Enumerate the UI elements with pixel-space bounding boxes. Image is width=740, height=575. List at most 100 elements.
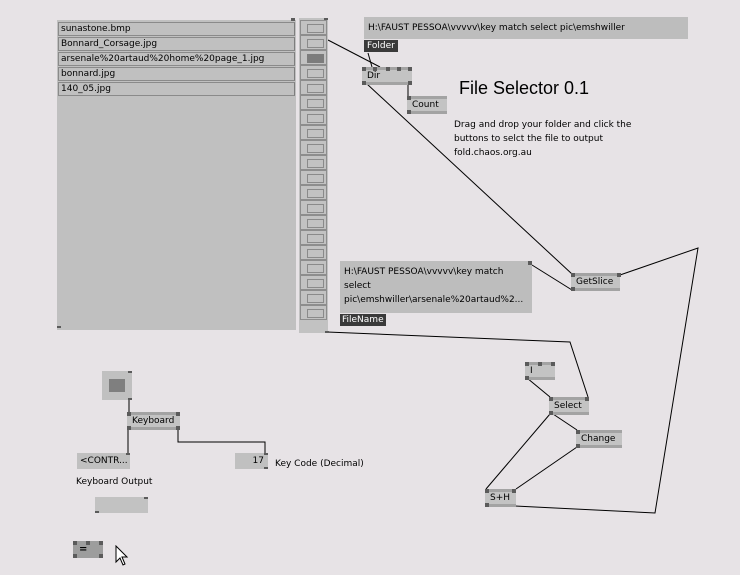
port[interactable] [528,261,532,265]
port[interactable] [176,426,180,430]
filename-display: H:\FAUST PESSOA\vvvvv\key match select p… [340,261,532,313]
keyboard-module[interactable]: Keyboard [127,412,180,430]
file-list-item[interactable]: 140_05.jpg [58,82,295,96]
port[interactable] [512,489,516,493]
file-list-input-port[interactable] [291,18,295,21]
port[interactable] [549,397,553,401]
button-indicator [307,264,324,273]
file-select-button[interactable] [300,65,327,80]
file-select-button[interactable] [300,215,327,230]
file-select-button[interactable] [300,35,327,50]
buttons-output-port[interactable] [324,18,328,20]
file-select-button[interactable] [300,230,327,245]
file-select-button[interactable] [300,140,327,155]
port[interactable] [407,96,411,100]
port[interactable] [485,489,489,493]
select-module[interactable]: Select [549,397,589,415]
file-select-button[interactable] [300,20,327,35]
description-line: fold.chaos.org.au [454,148,532,158]
port[interactable] [144,497,148,499]
port[interactable] [95,511,99,513]
port[interactable] [73,541,77,545]
port[interactable] [386,67,390,71]
button-indicator [307,159,324,168]
file-select-button[interactable] [300,110,327,125]
port[interactable] [408,81,412,85]
file-select-button[interactable] [300,275,327,290]
button-indicator [307,174,324,183]
button-indicator [307,114,324,123]
port[interactable] [128,371,132,373]
file-select-button[interactable] [300,50,327,65]
port[interactable] [362,67,366,71]
port[interactable] [571,287,575,291]
file-list-port[interactable] [57,326,61,328]
file-list-item[interactable]: arsenale%20artaud%20home%20page_1.jpg [58,52,295,66]
keycode-value: 17 [235,453,268,469]
port[interactable] [128,398,132,400]
change-module[interactable]: Change [576,430,622,448]
port[interactable] [264,467,268,469]
button-indicator [307,204,324,213]
port[interactable] [176,412,180,416]
port[interactable] [127,426,131,430]
folder-path-field[interactable]: H:\FAUST PESSOA\vvvvv\key match select p… [364,17,688,39]
button-indicator [307,99,324,108]
i-module-label: I [530,366,533,376]
port[interactable] [549,411,553,415]
getslice-module[interactable]: GetSlice [571,273,620,291]
port[interactable] [576,430,580,434]
port[interactable] [485,503,489,507]
buttons-bottom-port[interactable] [325,331,329,333]
port[interactable] [407,110,411,114]
equals-module[interactable]: = [73,541,103,558]
port[interactable] [576,444,580,448]
port[interactable] [86,541,90,545]
port[interactable] [617,273,621,277]
port[interactable] [127,412,131,416]
port[interactable] [73,554,77,558]
keyboard-output-label: Keyboard Output [76,477,153,487]
port[interactable] [538,362,542,366]
file-select-button[interactable] [300,290,327,305]
port[interactable] [126,453,130,455]
port[interactable] [99,554,103,558]
file-select-button[interactable] [300,185,327,200]
file-list[interactable]: sunastone.bmp Bonnard_Corsage.jpg arsena… [57,20,296,330]
port[interactable] [362,81,366,85]
description-line: Drag and drop your folder and click the [454,120,632,130]
button-indicator [307,309,324,318]
cord-change-to-sh [515,446,578,490]
port[interactable] [99,541,103,545]
empty-value-field[interactable] [95,497,148,513]
port[interactable] [397,67,401,71]
button-indicator [307,54,324,63]
port[interactable] [551,362,555,366]
file-select-button[interactable] [300,305,327,320]
file-list-item[interactable]: Bonnard_Corsage.jpg [58,37,295,51]
file-select-button[interactable] [300,200,327,215]
file-select-button[interactable] [300,155,327,170]
toggle-button[interactable] [102,371,132,400]
port[interactable] [373,67,377,71]
file-select-button[interactable] [300,125,327,140]
port[interactable] [525,376,529,380]
port[interactable] [525,362,529,366]
select-module-label: Select [554,401,582,411]
folder-label: Folder [364,40,398,52]
port[interactable] [585,397,589,401]
port[interactable] [571,273,575,277]
port[interactable] [264,453,268,455]
button-indicator [307,279,324,288]
file-select-button[interactable] [300,245,327,260]
file-list-item[interactable]: bonnard.jpg [58,67,295,81]
file-select-button[interactable] [300,260,327,275]
sample-hold-module[interactable]: S+H [485,489,516,507]
file-select-button[interactable] [300,95,327,110]
file-select-button[interactable] [300,170,327,185]
count-module[interactable]: Count [407,96,447,114]
file-list-item[interactable]: sunastone.bmp [58,22,295,36]
file-select-button[interactable] [300,80,327,95]
port[interactable] [408,67,412,71]
button-indicator [307,24,324,33]
